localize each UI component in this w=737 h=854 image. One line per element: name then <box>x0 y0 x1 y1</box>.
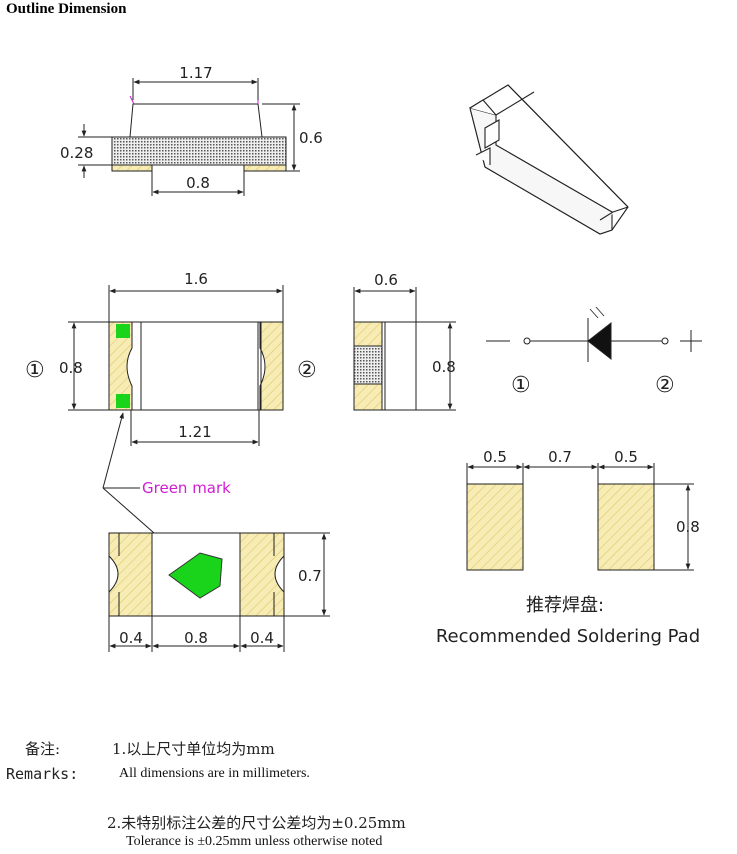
dim-pad-width-right: 0.5 <box>614 448 638 466</box>
solder-pad-right <box>597 483 655 571</box>
green-mark-label: Green mark <box>142 479 231 497</box>
dim-side-height: 0.8 <box>432 358 456 376</box>
remarks-prefix-en: Remarks: <box>6 765 79 783</box>
remark-2-cn: 2.未特别标注公差的尺寸公差均为±0.25mm <box>107 814 406 832</box>
pin-2-label-symbol: ② <box>655 373 675 398</box>
pin-1-label-front: ① <box>25 358 45 383</box>
side-view <box>353 287 456 411</box>
solder-pad-left <box>466 483 524 571</box>
bottom-view <box>108 532 330 652</box>
dim-pad-gap: 0.7 <box>548 448 572 466</box>
dim-front-inner: 1.21 <box>178 423 211 441</box>
dim-bottom-center: 0.8 <box>184 629 208 647</box>
top-view-base <box>111 136 287 166</box>
pad-title-en: Recommended Soldering Pad <box>436 626 700 647</box>
dim-top-width: 1.17 <box>179 64 212 82</box>
dim-bottom-height: 0.7 <box>298 567 322 585</box>
pad-title-cn: 推荐焊盘: <box>526 595 604 616</box>
isometric-view <box>469 84 629 235</box>
dim-bottom-pad-right: 0.4 <box>250 629 274 647</box>
remark-1-en: All dimensions are in millimeters. <box>119 766 310 781</box>
remarks-prefix-cn: 备注: <box>25 740 61 758</box>
dim-top-height: 0.6 <box>299 129 323 147</box>
dim-side-width: 0.6 <box>374 271 398 289</box>
dim-top-bottom-gap: 0.8 <box>186 174 210 192</box>
diode-symbol <box>486 306 702 362</box>
dim-front-length: 1.6 <box>184 270 208 288</box>
outline-drawing: 1.17 0.6 0.28 0.8 1.6 <box>25 64 702 652</box>
front-view <box>68 285 284 446</box>
dim-front-height: 0.8 <box>59 359 83 377</box>
dim-bottom-pad-left: 0.4 <box>119 629 143 647</box>
remark-1-cn: 1.以上尺寸单位均为mm <box>112 740 275 758</box>
top-view <box>78 78 300 196</box>
top-view-dome <box>129 103 263 138</box>
soldering-pad-view <box>466 463 694 571</box>
dim-pad-height: 0.8 <box>676 518 700 536</box>
pin-2-label-front: ② <box>297 358 317 383</box>
pin-1-label-symbol: ① <box>511 373 531 398</box>
dim-pad-width-left: 0.5 <box>483 448 507 466</box>
remark-2-en: Tolerance is ±0.25mm unless otherwise no… <box>126 834 383 849</box>
page-title: Outline Dimension <box>6 1 127 17</box>
dim-top-base-height: 0.28 <box>60 144 93 162</box>
